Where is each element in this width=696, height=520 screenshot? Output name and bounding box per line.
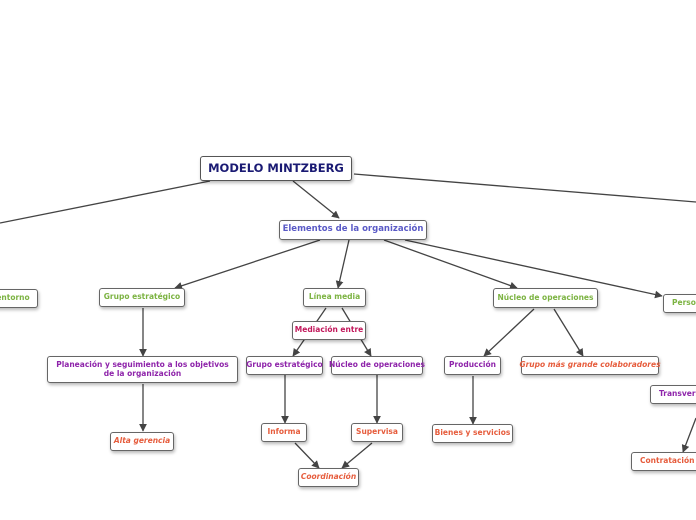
node-label: Grupo más grande colaboradores bbox=[519, 360, 661, 370]
connector-elementos-grupo bbox=[174, 239, 321, 290]
connector-nucleo-produccion bbox=[483, 308, 535, 357]
node-nucleo-operaciones[interactable]: Núcleo de operaciones bbox=[493, 288, 598, 308]
connector-nucleo-grupo-grande bbox=[553, 308, 584, 357]
node-label: Línea media bbox=[308, 292, 361, 302]
node-label: Contratación di bbox=[640, 456, 696, 466]
connector-root-left bbox=[0, 180, 211, 224]
node-label: Transversa bbox=[659, 389, 696, 399]
connector-elementos-nucleo bbox=[383, 239, 518, 290]
node-label: Bienes y servicios bbox=[434, 428, 511, 438]
node-grupo-mas-grande[interactable]: Grupo más grande colaboradores bbox=[519, 356, 661, 375]
connector-elementos-persona bbox=[404, 239, 663, 299]
node-label: entorno bbox=[0, 293, 30, 303]
node-coordinacion[interactable]: Coordinación bbox=[298, 468, 359, 487]
node-label: Alta gerencia bbox=[113, 436, 171, 446]
node-supervisa[interactable]: Supervisa bbox=[351, 423, 403, 442]
node-label: Informa bbox=[267, 427, 301, 437]
node-label: Producción bbox=[448, 360, 496, 370]
node-informa[interactable]: Informa bbox=[261, 423, 307, 442]
node-label: Persona bbox=[672, 298, 696, 308]
node-modelo-mintzberg[interactable]: MODELO MINTZBERG bbox=[200, 156, 352, 181]
node-label: Grupo estratégico bbox=[246, 360, 323, 370]
node-personal[interactable]: Persona bbox=[663, 294, 696, 313]
node-transversal[interactable]: Transversa bbox=[650, 385, 696, 404]
node-linea-media[interactable]: Línea media bbox=[303, 288, 366, 307]
node-alta-gerencia[interactable]: Alta gerencia bbox=[110, 432, 174, 451]
connector-root-elementos bbox=[292, 180, 340, 219]
node-label: Elementos de la organización bbox=[282, 224, 424, 235]
node-elementos-organizacion[interactable]: Elementos de la organización bbox=[279, 220, 427, 240]
connector-root-right bbox=[353, 173, 696, 203]
node-bienes-servicios[interactable]: Bienes y servicios bbox=[432, 424, 513, 443]
node-label: Coordinación bbox=[300, 472, 357, 482]
node-planeacion-seguimiento[interactable]: Planeación y seguimiento a los objetivos… bbox=[47, 356, 238, 383]
node-label: Núcleo de operaciones bbox=[329, 360, 425, 370]
node-lm-nucleo-operaciones[interactable]: Núcleo de operaciones bbox=[329, 356, 425, 375]
node-lm-grupo-estrategico[interactable]: Grupo estratégico bbox=[246, 356, 323, 375]
node-label: Planeación y seguimiento a los objetivos… bbox=[56, 359, 229, 378]
node-produccion[interactable]: Producción bbox=[444, 356, 501, 375]
node-label: Grupo estratégico bbox=[103, 292, 181, 302]
connector-supervisa-coordinacion bbox=[341, 442, 373, 469]
node-label: Supervisa bbox=[356, 427, 398, 437]
node-label: Núcleo de operaciones bbox=[497, 292, 594, 302]
connector-transversal-contratacion bbox=[681, 417, 696, 453]
node-label: Mediación entre bbox=[294, 325, 364, 335]
node-label: MODELO MINTZBERG bbox=[208, 160, 344, 175]
node-entorno[interactable]: entorno bbox=[0, 289, 38, 308]
node-contratacion[interactable]: Contratación di bbox=[631, 452, 696, 471]
node-grupo-estrategico[interactable]: Grupo estratégico bbox=[99, 288, 185, 307]
connector-elementos-linea bbox=[335, 239, 350, 289]
connector-informa-coordinacion bbox=[294, 442, 320, 469]
node-mediacion-entre[interactable]: Mediación entre bbox=[292, 321, 366, 340]
